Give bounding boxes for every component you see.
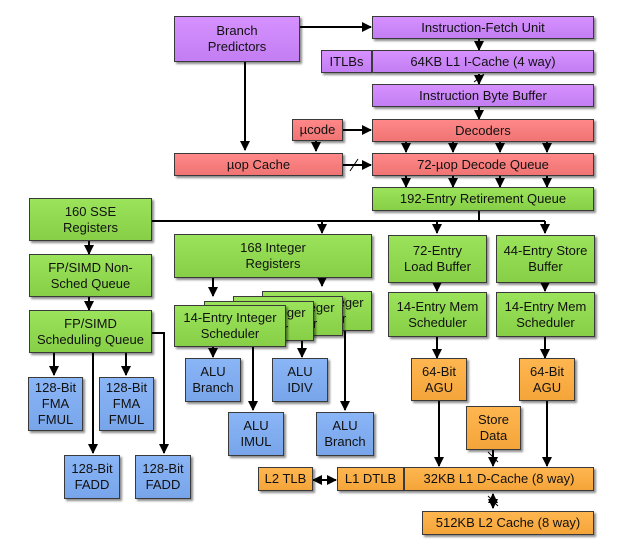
fp-nonsched-queue-block: FP/SIMD Non- Sched Queue	[29, 254, 152, 297]
load-buffer-block: 72-Entry Load Buffer	[388, 235, 487, 283]
instruction-byte-buffer-block: Instruction Byte Buffer	[372, 84, 594, 107]
fma-fmul-unit-2: 128-Bit FMA FMUL	[99, 377, 154, 431]
alu-idiv-unit: ALU IDIV	[272, 358, 328, 402]
integer-registers-block: 168 Integer Registers	[174, 234, 372, 278]
l1-dtlb-block: L1 DTLB	[337, 467, 404, 491]
alu-imul-unit: ALU IMUL	[228, 412, 284, 456]
fma-fmul-unit-1: 128-Bit FMA FMUL	[28, 377, 83, 431]
mem-scheduler-2: 14-Entry Mem Scheduler	[496, 292, 595, 337]
retirement-queue-block: 192-Entry Retirement Queue	[372, 187, 594, 211]
l1-dcache-block: 32KB L1 D-Cache (8 way)	[404, 467, 594, 491]
integer-scheduler-1: 14-Entry Integer Scheduler	[174, 305, 286, 347]
alu-branch-unit-2: ALU Branch	[316, 412, 374, 456]
ucode-block: µcode	[292, 119, 343, 141]
mem-scheduler-1: 14-Entry Mem Scheduler	[388, 292, 487, 337]
store-buffer-block: 44-Entry Store Buffer	[496, 235, 595, 283]
fadd-unit-2: 128-Bit FADD	[135, 455, 191, 499]
instruction-fetch-unit-block: Instruction-Fetch Unit	[372, 16, 594, 39]
branch-predictors-block: Branch Predictors	[174, 16, 300, 62]
uop-cache-block: µop Cache	[174, 153, 343, 176]
fadd-unit-1: 128-Bit FADD	[64, 455, 120, 499]
decoders-block: Decoders	[372, 119, 594, 142]
agu-unit-2: 64-Bit AGU	[519, 358, 575, 401]
sse-registers-block: 160 SSE Registers	[29, 198, 152, 241]
agu-unit-1: 64-Bit AGU	[411, 358, 467, 401]
l1-icache-block: 64KB L1 I-Cache (4 way)	[372, 50, 594, 73]
itlbs-block: ITLBs	[321, 50, 372, 73]
l2-tlb-block: L2 TLB	[258, 467, 313, 491]
store-data-block: Store Data	[466, 406, 521, 450]
fp-sched-queue-block: FP/SIMD Scheduling Queue	[29, 310, 152, 353]
decode-queue-block: 72-µop Decode Queue	[372, 153, 594, 176]
l2-cache-block: 512KB L2 Cache (8 way)	[422, 511, 594, 535]
alu-branch-unit-1: ALU Branch	[185, 358, 241, 402]
